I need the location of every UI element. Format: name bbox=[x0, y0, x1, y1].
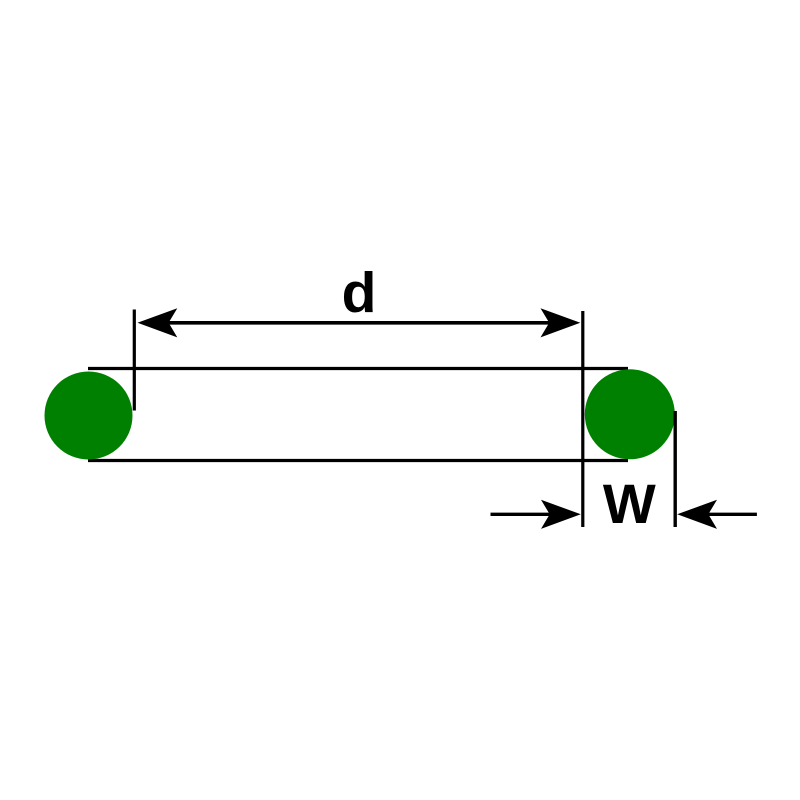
svg-text:d: d bbox=[342, 261, 377, 325]
svg-text:W: W bbox=[603, 472, 656, 535]
